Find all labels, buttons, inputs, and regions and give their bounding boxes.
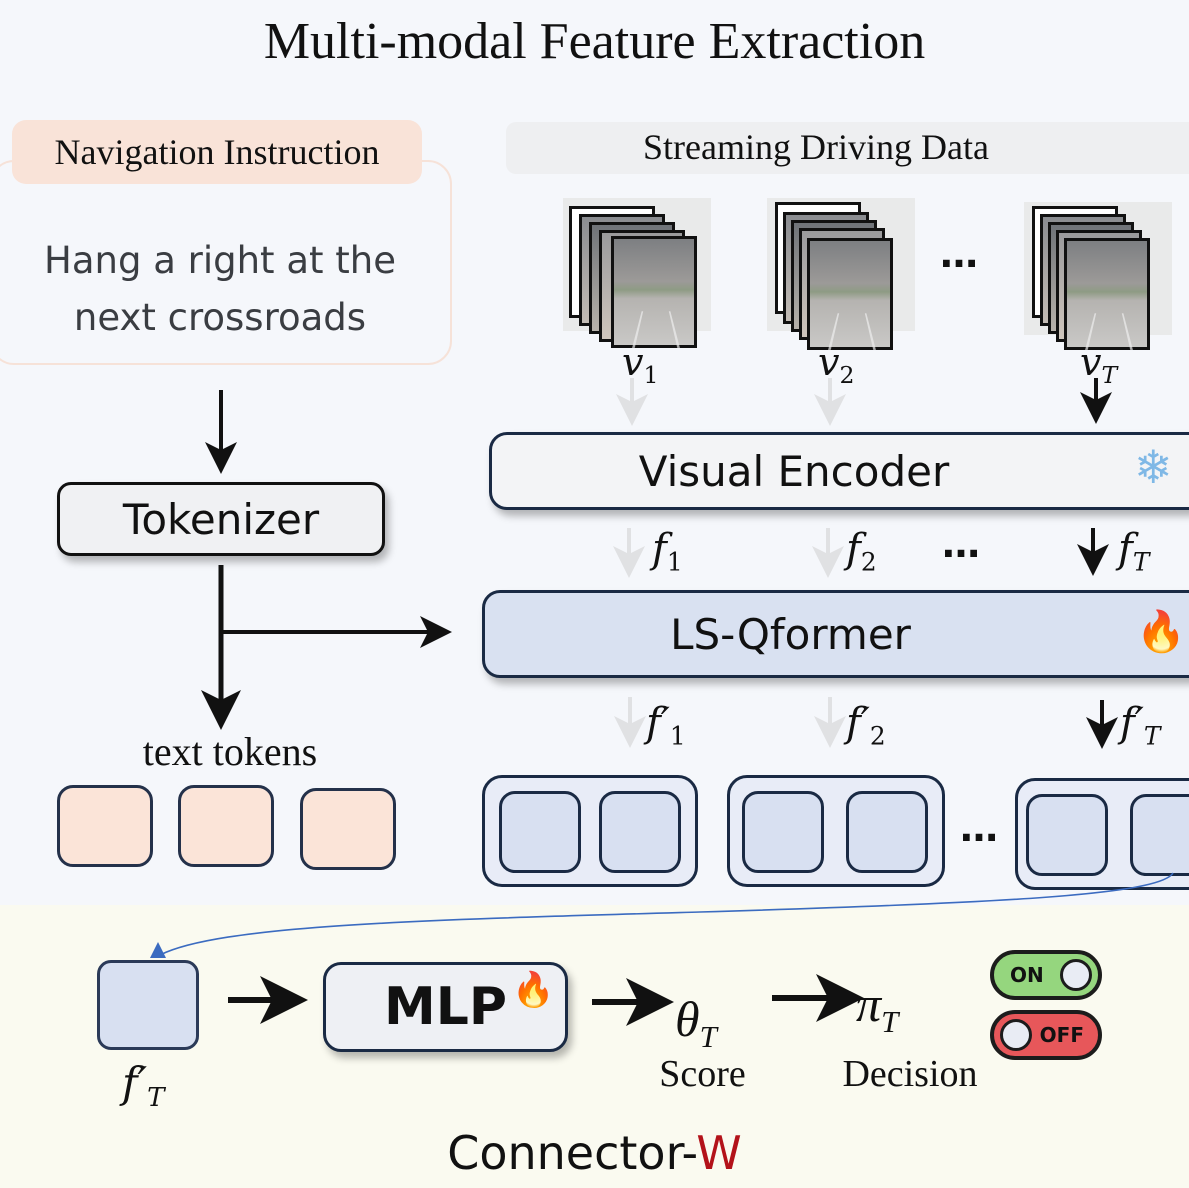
visual-token [499,791,581,873]
snowflake-icon: ❄ [1134,440,1173,494]
score-label: Score [659,1053,746,1095]
ls-qformer-module: LS-Qformer [482,590,1189,678]
feature-label-f2: f2 [846,526,877,577]
frame-stack-vT [1024,202,1172,350]
tokenizer-label: Tokenizer [122,494,320,544]
streaming-data-header-bar [506,122,1189,174]
ls-qformer-label: LS-Qformer [670,609,911,659]
frame [611,236,697,348]
toggle-on-icon: ON [990,950,1102,1000]
mlp-label: MLP [384,977,507,1037]
frame [807,238,893,350]
connector-name: Connector-W [447,1126,742,1180]
navigation-instruction-header: Navigation Instruction [12,120,422,184]
score-symbol: θT [675,991,717,1054]
visual-token [742,791,824,873]
fire-icon: 🔥 [1136,609,1186,655]
navigation-instruction-text: Hang a right at the next crossroads [20,232,420,346]
selected-feature-label: f′T [122,1058,165,1114]
qformer-output-label-T: f′T [1120,700,1161,751]
toggle-knob [1000,1019,1032,1051]
fire-icon: 🔥 [512,970,555,1010]
frame-label-v1: v1 [622,340,659,390]
qformer-output-label-1: f′1 [646,700,686,751]
visual-encoder-label: Visual Encoder [638,446,950,496]
text-token [57,785,153,867]
selected-feature-token [97,960,199,1050]
tokenizer-module: Tokenizer [57,482,385,556]
arrow-selected-token-to-connector [159,872,1174,956]
visual-encoder-module: Visual Encoder [489,432,1189,510]
frame-label-vT: vT [1080,340,1118,390]
visual-token-group-T [1015,778,1189,890]
navigation-instruction-panel [0,160,452,365]
frame-stack-v2 [767,198,915,350]
feature-label-fT: fT [1118,526,1150,577]
toggle-off-label: OFF [1039,1023,1084,1047]
decision-label: Decision [842,1053,978,1095]
visual-token [846,791,928,873]
visual-token-group-2 [727,775,945,887]
text-token [178,785,274,867]
visual-token-selected [1130,794,1189,876]
diagram-title: Multi-modal Feature Extraction [263,13,926,70]
connector-section-background [0,905,1189,1188]
toggle-off-icon: OFF [990,1010,1102,1060]
streaming-data-header: Streaming Driving Data [643,127,989,167]
visual-token [1026,794,1108,876]
text-tokens-label: text tokens [142,729,318,774]
features-ellipsis: … [942,522,982,566]
feature-label-f1: f1 [652,526,683,577]
frame-label-v2: v2 [818,340,855,390]
toggle-knob [1060,959,1092,991]
instruction-line-1: Hang a right at the [44,239,396,282]
frame [1064,238,1150,350]
toggle-on-label: ON [1010,963,1044,987]
visual-token [599,791,681,873]
frame-stack-v1 [563,198,711,348]
frames-ellipsis: … [940,232,980,276]
qformer-output-label-2: f′2 [846,700,886,751]
instruction-line-2: next crossroads [73,296,367,339]
text-token [300,788,396,870]
arrowhead [150,942,166,958]
mlp-module: MLP [323,962,568,1052]
visual-token-group-1 [482,775,698,887]
token-groups-ellipsis: … [960,806,1000,850]
